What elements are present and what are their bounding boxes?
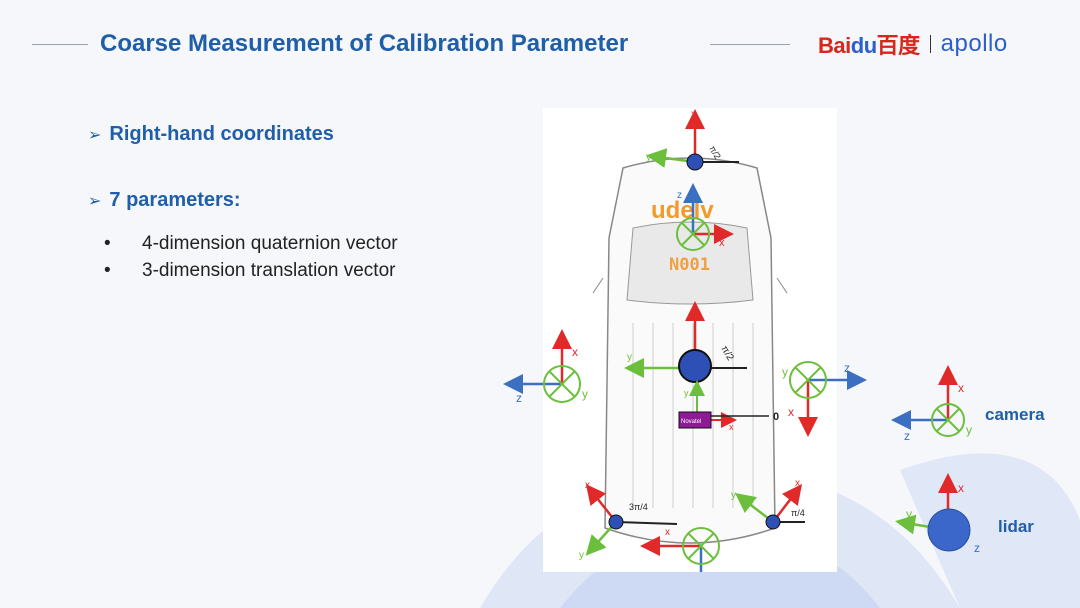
svg-text:y: y xyxy=(582,387,588,401)
apollo-logo: apollo xyxy=(940,30,1008,57)
svg-text:z: z xyxy=(677,190,682,201)
bullet-parameters: ➢7 parameters: xyxy=(88,189,241,211)
svg-text:x: x xyxy=(585,480,590,491)
svg-text:y: y xyxy=(731,490,736,501)
novatel-label: Novatel xyxy=(681,419,701,425)
svg-text:y: y xyxy=(646,152,651,163)
svg-text:x: x xyxy=(691,109,696,120)
svg-text:x: x xyxy=(958,481,964,495)
svg-text:z: z xyxy=(904,429,910,443)
svg-text:z: z xyxy=(844,361,850,375)
brand-text: udelv xyxy=(651,197,714,224)
logo-separator xyxy=(929,35,931,53)
svg-text:x: x xyxy=(795,478,800,489)
svg-text:y: y xyxy=(627,352,632,363)
list-item: •4-dimension quaternion vector xyxy=(104,233,398,254)
svg-text:x: x xyxy=(729,422,734,432)
angle-rear-right: π/4 xyxy=(791,508,805,518)
vehicle-id: N001 xyxy=(669,255,710,275)
vehicle-drawing: udelv N001 x y π/2 z x y π/2 Novatel y x… xyxy=(579,109,805,572)
svg-text:x: x xyxy=(958,381,964,395)
header-line-left xyxy=(32,44,88,45)
svg-text:x: x xyxy=(665,527,670,538)
svg-text:y: y xyxy=(782,365,788,379)
svg-text:x: x xyxy=(572,345,578,359)
arrow-bullet-icon: ➢ xyxy=(88,127,102,144)
svg-text:x: x xyxy=(719,237,725,249)
svg-text:z: z xyxy=(516,391,522,405)
svg-text:y: y xyxy=(906,507,912,521)
angle-rear-left: 3π/4 xyxy=(629,502,648,512)
svg-text:y: y xyxy=(684,388,689,398)
svg-text:x: x xyxy=(788,405,794,419)
svg-text:y: y xyxy=(966,423,972,437)
brand-logo: Baidu百度 apollo xyxy=(818,28,1008,60)
svg-text:z: z xyxy=(974,541,980,555)
vehicle-diagram: udelv N001 x y π/2 z x y π/2 Novatel y x… xyxy=(543,108,837,572)
origin-label: 0 xyxy=(773,411,779,423)
arrow-bullet-icon: ➢ xyxy=(88,193,102,210)
header-line-right xyxy=(710,44,790,45)
svg-text:y: y xyxy=(579,550,584,561)
list-item: •3-dimension translation vector xyxy=(104,260,396,281)
page-title: Coarse Measurement of Calibration Parame… xyxy=(100,30,629,57)
bullet-right-hand: ➢Right-hand coordinates xyxy=(88,123,334,145)
baidu-logo: Baidu百度 xyxy=(818,33,920,58)
camera-legend-label: camera xyxy=(985,405,1045,424)
lidar-legend-label: lidar xyxy=(998,517,1034,536)
